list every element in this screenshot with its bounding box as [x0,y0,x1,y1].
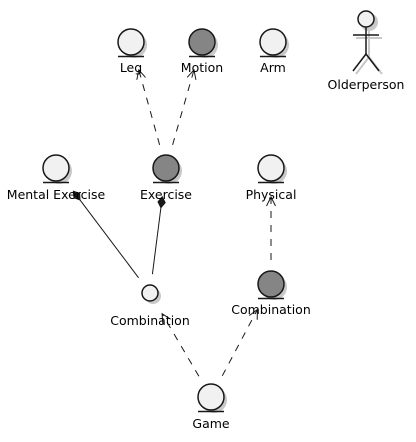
node-label: Motion [181,60,223,75]
actor-limb [365,53,380,72]
arrow-head-icon [161,312,171,324]
arrow-head-icon [248,308,258,320]
node-label: Combination [231,302,311,317]
entity-icon [188,28,216,56]
actor-icon [352,10,380,72]
actor-shadow [355,56,370,75]
entity-icon [259,28,287,56]
node-label: Physical [246,187,297,202]
node-combination[interactable]: Combination [231,270,311,317]
edge-line [221,309,258,377]
node-arm[interactable]: Arm [259,28,289,75]
edge-line [161,313,200,377]
node-mental-exercise[interactable]: Mental Exercise [7,154,106,202]
edges-layer [72,68,276,377]
node-motion[interactable]: Motion [181,28,223,75]
actor-head [357,10,375,28]
edge-exercise-to-motion [172,68,197,146]
entity-icon [117,28,145,56]
entity-icon [152,154,180,182]
edge-combination-small-to-mental-exercise [72,190,139,279]
entity-icon [197,383,225,411]
node-olderperson[interactable]: Olderperson [328,10,405,92]
node-label: Exercise [140,187,192,202]
node-label: Mental Exercise [7,187,106,202]
edge-game-to-combination [221,308,258,377]
diamond-head-icon [72,190,81,201]
arrow-head-icon [136,68,146,80]
circle-icon [141,284,159,302]
edge-game-to-combination-small [161,312,200,377]
edge-line [73,190,139,279]
entity-icon [257,270,285,298]
entity-icon [257,154,285,182]
edge-line [151,196,163,275]
node-label: Olderperson [328,77,405,92]
node-label: Leg [120,60,142,75]
node-label: Combination [110,313,190,328]
node-game[interactable]: Game [192,383,230,431]
diamond-head-icon [157,195,166,209]
node-label: Game [192,416,230,431]
node-leg[interactable]: Leg [117,28,147,75]
node-combination-small[interactable]: Combination [110,284,190,328]
actor-limb [352,53,367,72]
arrow-head-icon [186,68,197,80]
edge-combination-to-physical [266,195,276,260]
entity-icon [42,154,70,182]
arrow-head-icon [266,195,276,207]
edge-exercise-to-leg [136,68,161,146]
node-label: Arm [260,60,286,75]
node-physical[interactable]: Physical [246,154,297,202]
edge-combination-small-to-exercise [151,195,166,275]
node-exercise[interactable]: Exercise [140,154,192,202]
